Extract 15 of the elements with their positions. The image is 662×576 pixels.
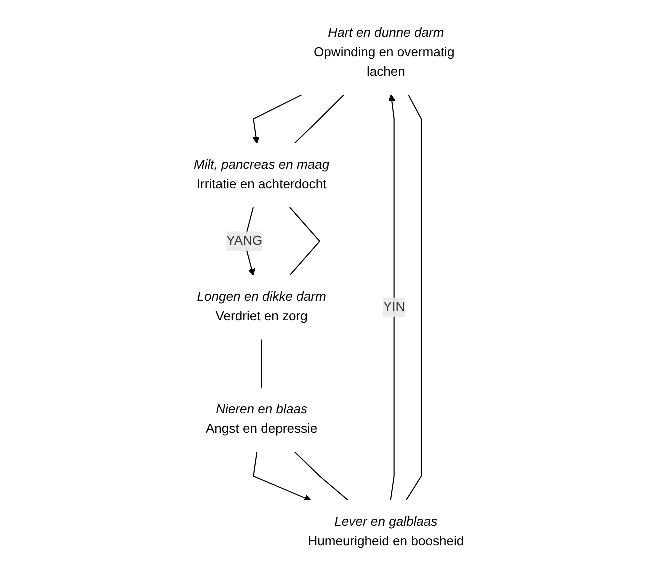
edge-label: YANG	[226, 234, 263, 248]
arrow	[388, 94, 396, 501]
node-text: Lever en galblaas Humeurigheid en boosheid	[308, 516, 464, 549]
connector	[406, 94, 422, 502]
connector	[294, 452, 350, 502]
node-text: Milt, pancreas en maag Irritatie en achterdocht	[194, 158, 330, 192]
node-text: Hart en dunne darm Opwinding en overmatig lachen	[314, 26, 455, 80]
connector	[261, 339, 262, 388]
arrow	[253, 452, 312, 502]
arrow	[252, 94, 304, 144]
edge-label: YIN	[384, 300, 406, 314]
node-text: Nieren en blaas Angst en depressie	[206, 402, 318, 436]
connector	[294, 94, 345, 144]
node-text: Longen en dikke darm Verdriet en zorg	[197, 290, 327, 324]
connector	[290, 206, 321, 276]
